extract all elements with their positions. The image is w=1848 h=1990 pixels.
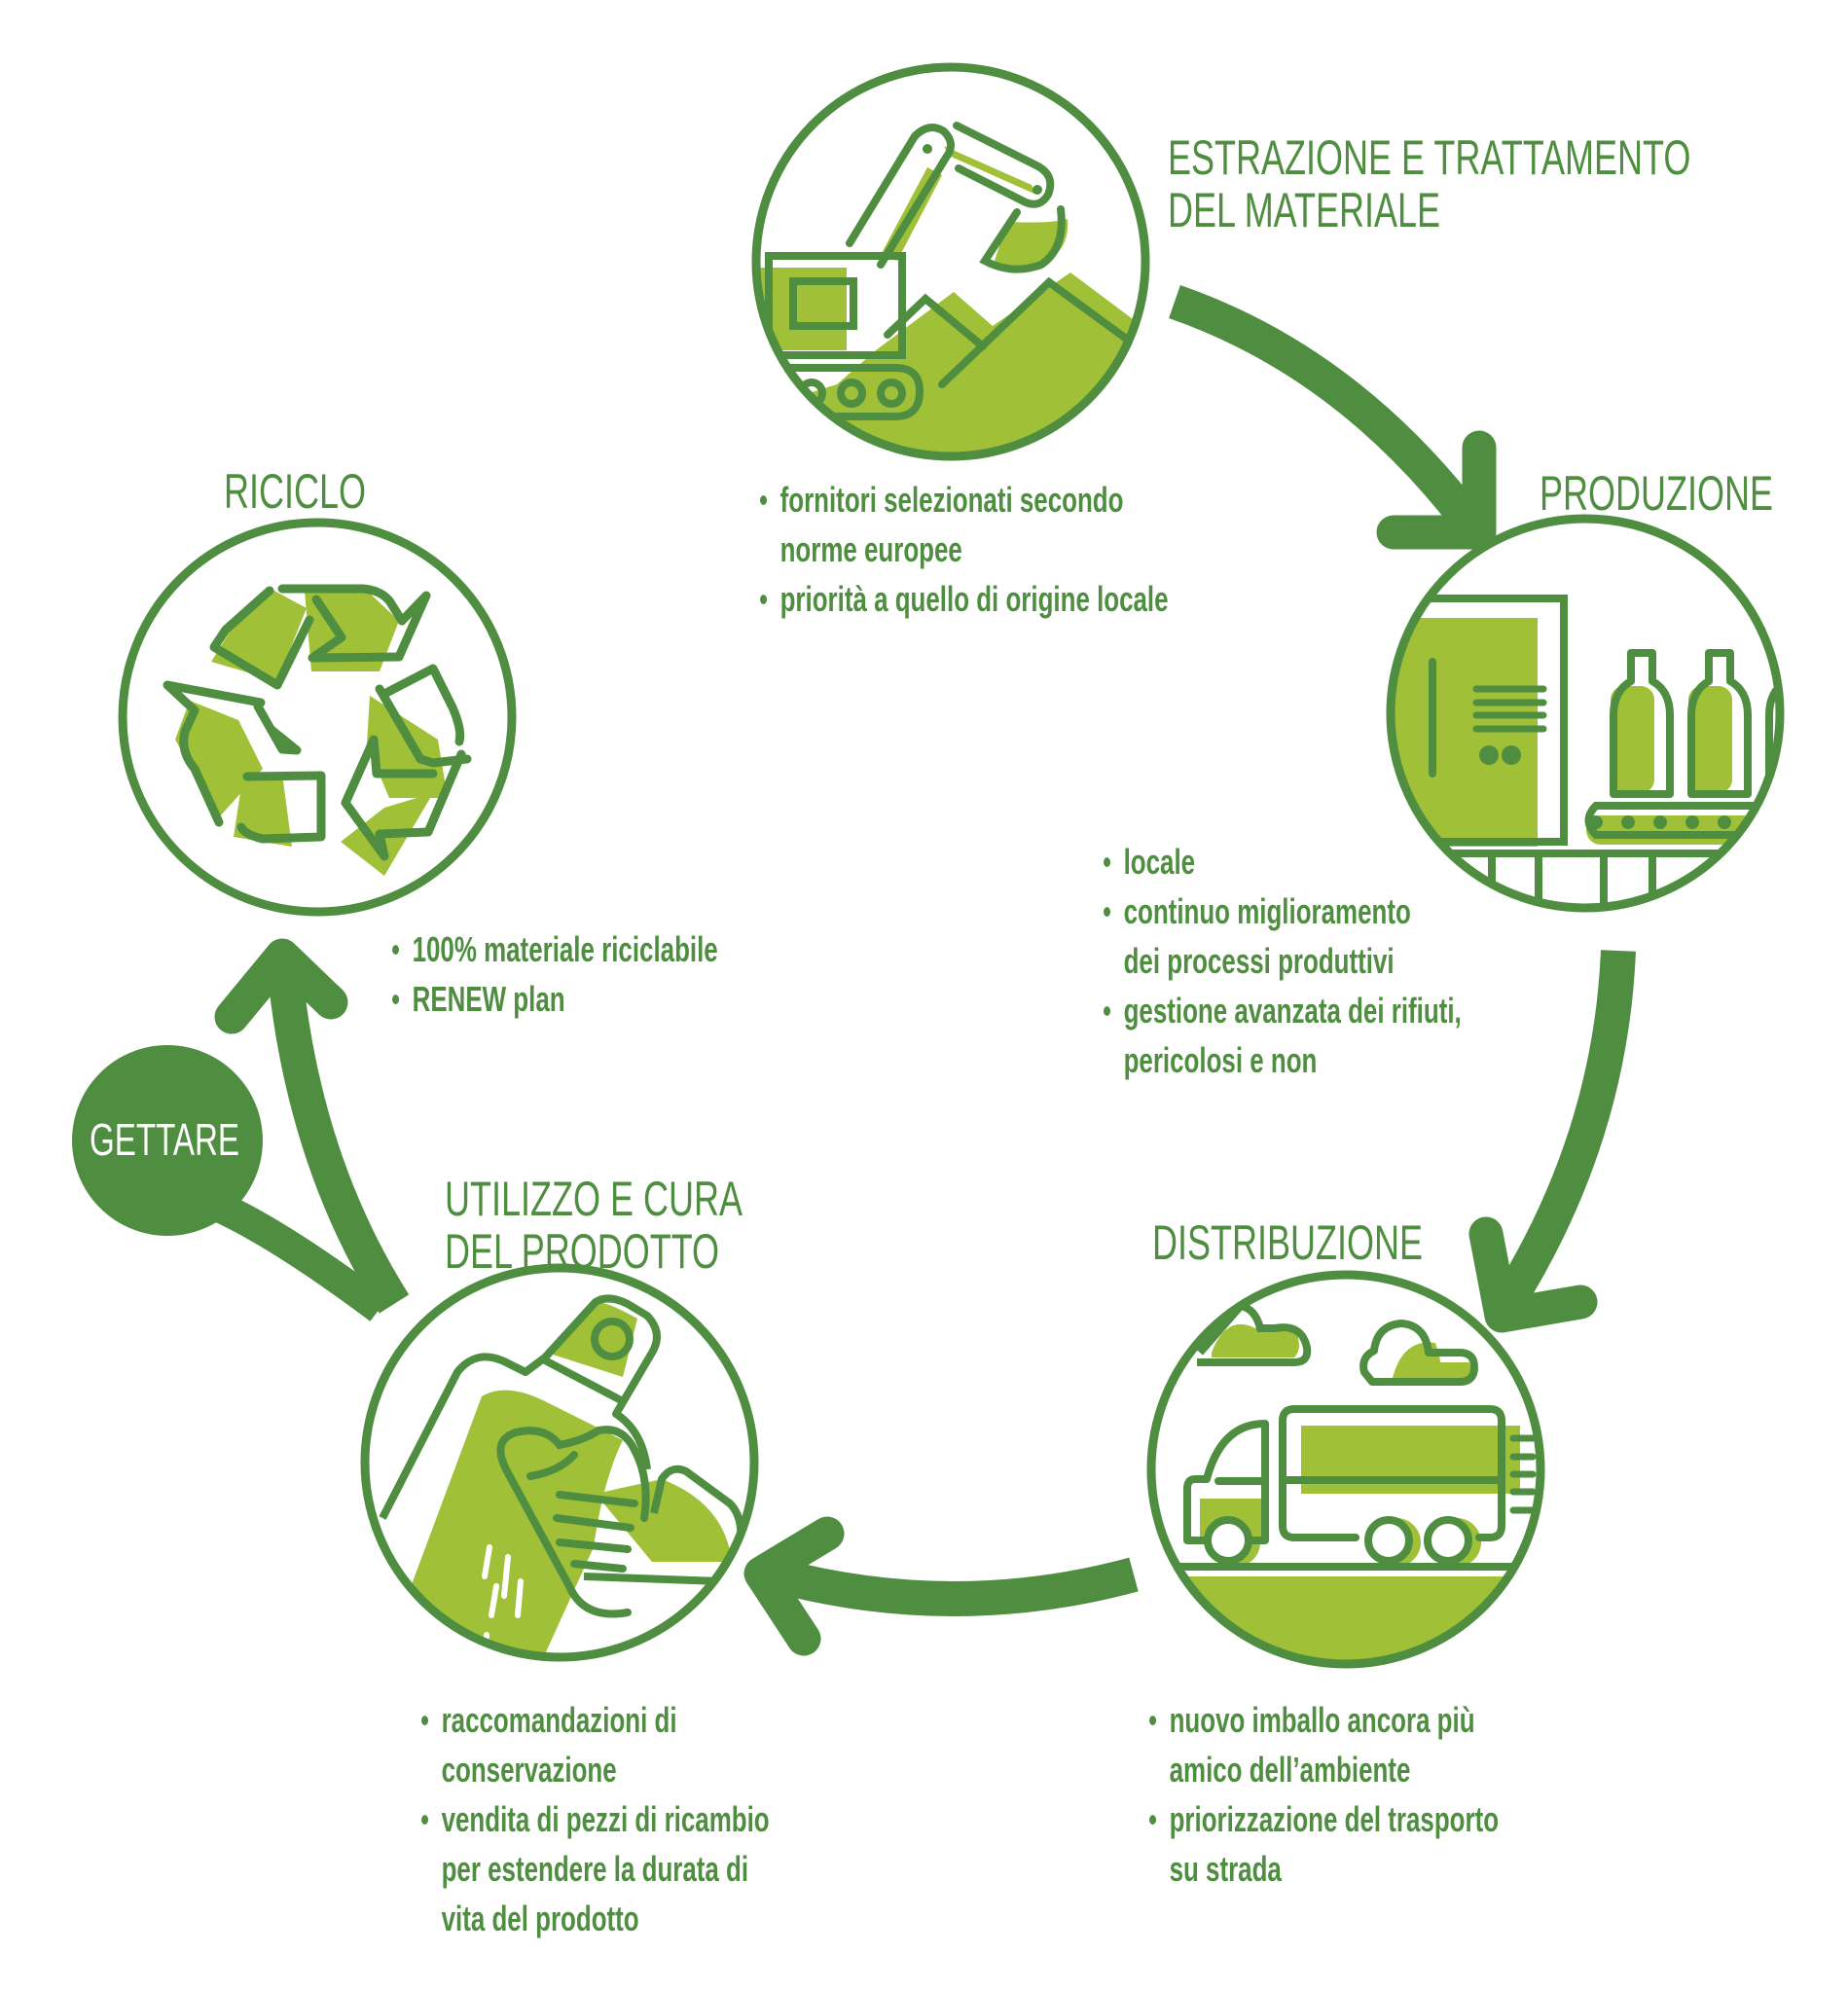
- bullet-item: priorità a quello di origine locale: [759, 574, 1169, 624]
- stage-title-utilizzo: UTILIZZO E CURA DEL PRODOTTO: [445, 1173, 743, 1278]
- bullet-item: priorizzazione del trasporto su strada: [1148, 1794, 1499, 1894]
- truck-icon: [1146, 1270, 1545, 1669]
- gettare-branch: [72, 1045, 389, 1321]
- arrow-distribution-to-use: [743, 1516, 1139, 1656]
- bullet-item: vendita di pezzi di ricambio per estende…: [420, 1794, 770, 1943]
- stage-circle-estrazione: [751, 62, 1150, 461]
- stage-title-estrazione: ESTRAZIONE E TRATTAMENTO DEL MATERIALE: [1168, 131, 1690, 236]
- arrow-use-to-recycling: [214, 938, 410, 1314]
- bullet-item: raccomandazioni di conservazione: [420, 1695, 770, 1794]
- stage-circle-distribuzione: [1146, 1270, 1545, 1669]
- spray-cleaning-icon: [360, 1263, 759, 1662]
- stage-title-line: UTILIZZO E CURA: [445, 1172, 743, 1226]
- bullet-item: RENEW plan: [391, 974, 718, 1024]
- stage-title-line: DISTRIBUZIONE: [1152, 1215, 1424, 1270]
- bullet-item: fornitori selezionati secondo norme euro…: [759, 475, 1169, 574]
- gettare-label: GETTARE: [90, 1114, 239, 1165]
- stage-title-line: DEL PRODOTTO: [445, 1224, 720, 1279]
- stage-bullets-utilizzo: raccomandazioni di conservazione vendita…: [420, 1695, 770, 1943]
- stage-circle-utilizzo: [360, 1263, 759, 1662]
- excavator-icon: [751, 62, 1150, 461]
- stage-circle-produzione: [1386, 514, 1785, 913]
- recycle-icon: [118, 518, 517, 917]
- bullet-item: nuovo imballo ancora più amico dell’ambi…: [1148, 1695, 1499, 1794]
- stage-bullets-produzione: locale continuo miglioramento dei proces…: [1103, 837, 1462, 1085]
- bullet-item: continuo miglioramento dei processi prod…: [1103, 886, 1462, 986]
- arrow-production-to-distribution: [1468, 950, 1636, 1333]
- stage-title-produzione: PRODUZIONE: [1540, 467, 1773, 520]
- stage-title-line: ESTRAZIONE E TRATTAMENTO: [1168, 130, 1691, 185]
- gettare-connector: [212, 1192, 389, 1321]
- stage-bullets-estrazione: fornitori selezionati secondo norme euro…: [759, 475, 1169, 624]
- stage-bullets-riciclo: 100% materiale riciclabile RENEW plan: [391, 924, 718, 1024]
- bullet-item: 100% materiale riciclabile: [391, 924, 718, 974]
- stage-bullets-distribuzione: nuovo imballo ancora più amico dell’ambi…: [1148, 1695, 1499, 1894]
- bullet-item: locale: [1103, 837, 1462, 886]
- gettare-badge: [72, 1045, 263, 1236]
- stage-circle-riciclo: [118, 518, 517, 917]
- stage-title-line: PRODUZIONE: [1540, 466, 1774, 521]
- factory-bottles-icon: [1386, 514, 1785, 913]
- bullet-item: gestione avanzata dei rifiuti, pericolos…: [1103, 986, 1462, 1085]
- stage-title-line: RICICLO: [224, 464, 367, 519]
- stage-title-distribuzione: DISTRIBUZIONE: [1152, 1216, 1423, 1269]
- stage-title-riciclo: RICICLO: [224, 465, 366, 518]
- arrow-extraction-to-production: [1169, 284, 1497, 550]
- stage-title-line: DEL MATERIALE: [1168, 183, 1441, 237]
- cycle-arrows: [214, 284, 1636, 1656]
